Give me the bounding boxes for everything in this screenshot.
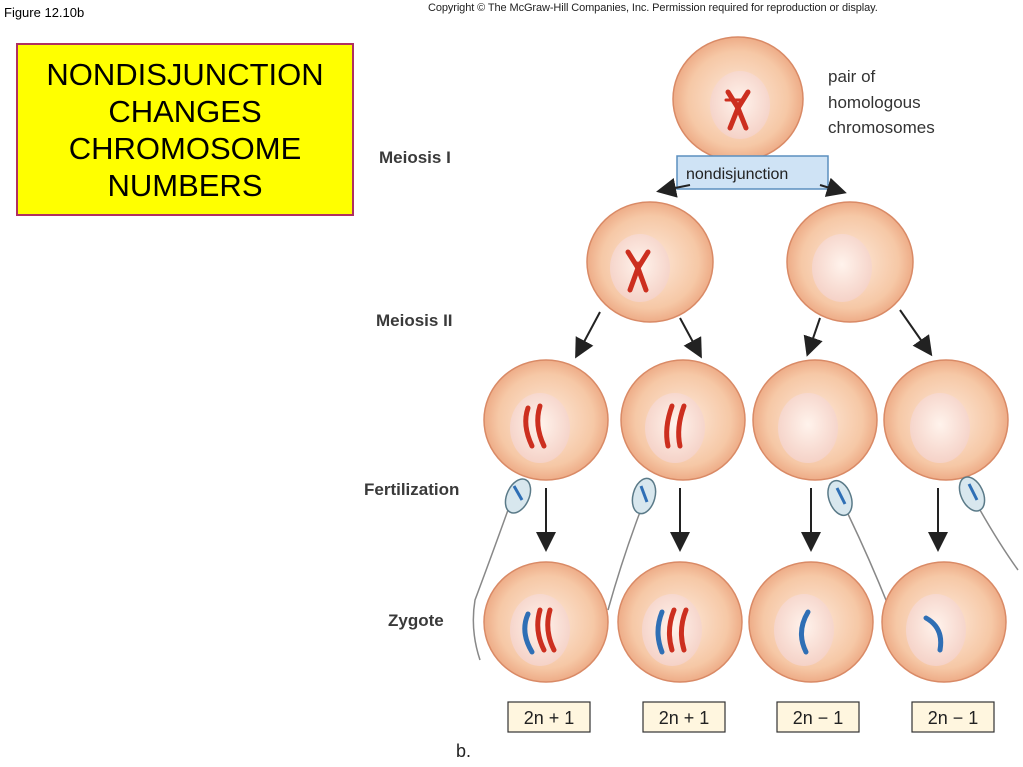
chromosome-icon: [923, 615, 944, 653]
chromosome-icon: [523, 403, 547, 449]
result-label-3: 2n − 1: [793, 708, 844, 728]
stage-meiosis-1-label: Meiosis I: [379, 148, 451, 167]
figure-label: Figure 12.10b: [4, 5, 85, 20]
zygote-cell-1: [483, 561, 609, 683]
gamete-cell-3: [752, 359, 878, 481]
annotation-line-2: homologous: [828, 93, 921, 112]
arrow-meiosis1-right: [819, 177, 847, 197]
daughter-cell-left: [586, 201, 714, 323]
result-box-3: 2n − 1: [776, 701, 860, 733]
nondisjunction-box: nondisjunction: [676, 155, 829, 190]
result-box-1: 2n + 1: [507, 701, 591, 733]
copyright-notice: Copyright © The McGraw-Hill Companies, I…: [428, 2, 878, 14]
arrow-meiosis2-1: [575, 311, 601, 359]
zygote-cell-4: [881, 561, 1007, 683]
arrow-meiosis2-4: [899, 309, 933, 357]
chromosome-pair-icon: [625, 249, 651, 293]
arrow-meiosis2-2: [679, 317, 702, 359]
slide-title: NONDISJUNCTION CHANGES CHROMOSOME NUMBER…: [46, 56, 324, 203]
result-label-4: 2n − 1: [928, 708, 979, 728]
chromosome-icon: [664, 403, 687, 449]
parent-cell: [672, 36, 804, 162]
result-label-1: 2n + 1: [524, 708, 575, 728]
chromosome-icon: [655, 607, 689, 655]
sperm-2: [607, 477, 657, 611]
nondisjunction-label: nondisjunction: [686, 166, 788, 183]
result-label-2: 2n + 1: [659, 708, 710, 728]
stage-zygote-label: Zygote: [388, 611, 444, 630]
chromosome-icon: [799, 609, 811, 655]
arrow-meiosis1-left: [656, 178, 691, 198]
annotation-line-1: pair of: [828, 67, 876, 86]
homologous-pair-icon: [724, 89, 751, 131]
zygote-cell-3: [748, 561, 874, 683]
result-box-4: 2n − 1: [911, 701, 995, 733]
gamete-cell-4: [883, 359, 1009, 481]
stage-meiosis-2-label: Meiosis II: [376, 311, 453, 330]
annotation-line-3: chromosomes: [828, 118, 935, 137]
daughter-cell-right: [786, 201, 914, 323]
title-box: NONDISJUNCTION CHANGES CHROMOSOME NUMBER…: [16, 43, 354, 216]
chromosome-icon: [522, 607, 557, 655]
sperm-3: [827, 479, 889, 606]
result-box-2: 2n + 1: [642, 701, 726, 733]
sperm-4: [958, 476, 1019, 571]
sperm-1: [472, 478, 532, 661]
zygote-cell-2: [617, 561, 743, 683]
panel-label: b.: [456, 741, 471, 761]
gamete-cell-2: [620, 359, 746, 481]
arrow-meiosis2-3: [803, 317, 823, 357]
gamete-cell-1: [483, 359, 609, 481]
stage-fertilization-label: Fertilization: [364, 480, 459, 499]
